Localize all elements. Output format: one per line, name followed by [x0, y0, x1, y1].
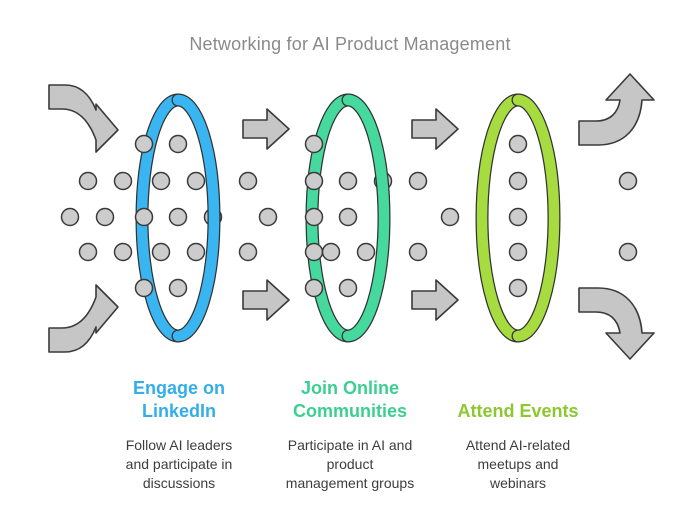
particle-dots — [60, 134, 638, 298]
step-3-desc-line-1: Attend AI-related — [465, 437, 571, 453]
particle-dot-2 — [113, 171, 133, 191]
step-1-title: Engage on LinkedIn — [104, 377, 254, 423]
step-1-desc-line-3: discussions — [142, 475, 216, 491]
particle-dot-37 — [508, 207, 528, 227]
particle-dot-15 — [186, 242, 206, 262]
particle-dot-41 — [618, 242, 638, 262]
arrow-right-icon — [411, 108, 459, 150]
curved-arrow-in-bottom-icon — [48, 284, 119, 353]
step-2-desc-line-1: Participate in AI and — [287, 437, 413, 453]
particle-dot-11 — [134, 207, 154, 227]
step-2-title-line-2: Communities — [292, 401, 407, 421]
particle-dot-36 — [508, 171, 528, 191]
arrow-right-icon — [411, 279, 459, 321]
curved-arrow-out-top-icon — [578, 73, 655, 146]
particle-dot-4 — [95, 207, 115, 227]
step-2-title-line-1: Join Online — [300, 378, 399, 398]
step-3-desc-line-2: meetups and — [477, 456, 559, 472]
ring-3-front — [512, 94, 560, 342]
step-1-title-line-2: LinkedIn — [141, 401, 216, 421]
particle-dot-3 — [60, 207, 80, 227]
ring-1-front — [172, 94, 220, 342]
step-2-desc-line-2: product — [326, 456, 374, 472]
particle-dot-31 — [338, 278, 358, 298]
particle-dot-17 — [168, 278, 188, 298]
ring-2-front — [342, 94, 390, 342]
step-2-description: Participate in AI and product management… — [275, 436, 425, 493]
step-1-desc-line-2: and participate in — [125, 456, 233, 472]
particle-dot-16 — [134, 278, 154, 298]
particle-dot-35 — [508, 134, 528, 154]
step-3-description: Attend AI-related meetups and webinars — [443, 436, 593, 493]
arrow-right-icon — [242, 108, 290, 150]
particle-dot-10 — [186, 171, 206, 191]
particle-dot-38 — [508, 242, 528, 262]
ring-3-back — [476, 94, 524, 342]
step-1-desc-line-1: Follow AI leaders — [125, 437, 233, 453]
particle-dot-7 — [134, 134, 154, 154]
particle-dot-21 — [304, 134, 324, 154]
particle-dot-28 — [304, 242, 324, 262]
step-3-title-line-1: Attend Events — [457, 401, 579, 421]
particle-dot-19 — [258, 207, 278, 227]
curved-arrow-out-bottom-icon — [578, 287, 655, 360]
particle-dot-27 — [356, 242, 376, 262]
particle-dot-14 — [151, 242, 171, 262]
particle-dot-30 — [304, 278, 324, 298]
curved-arrow-in-top-icon — [48, 84, 119, 153]
particle-dot-9 — [151, 171, 171, 191]
particle-dot-40 — [618, 171, 638, 191]
particle-dot-26 — [338, 207, 358, 227]
particle-dot-25 — [304, 207, 324, 227]
particle-dot-18 — [238, 171, 258, 191]
particle-dot-12 — [168, 207, 188, 227]
particle-dot-6 — [113, 242, 133, 262]
step-1-description: Follow AI leaders and participate in dis… — [104, 436, 254, 493]
particle-dot-20 — [238, 242, 258, 262]
particle-dot-22 — [304, 171, 324, 191]
particle-dot-1 — [78, 171, 98, 191]
particle-dot-8 — [168, 134, 188, 154]
step-3-desc-line-3: webinars — [489, 475, 547, 491]
diagram-title: Networking for AI Product Management — [189, 34, 511, 54]
step-2-title: Join Online Communities — [275, 377, 425, 423]
particle-dot-34 — [408, 242, 428, 262]
particle-dot-39 — [508, 278, 528, 298]
particle-dot-5 — [78, 242, 98, 262]
particle-dot-32 — [408, 171, 428, 191]
step-1-title-line-1: Engage on — [132, 378, 225, 398]
step-3-title: Attend Events — [443, 400, 593, 423]
step-2-desc-line-3: management groups — [285, 475, 415, 491]
particle-dot-23 — [338, 171, 358, 191]
particle-dot-29 — [321, 242, 341, 262]
arrow-right-icon — [242, 279, 290, 321]
particle-dot-33 — [440, 207, 460, 227]
